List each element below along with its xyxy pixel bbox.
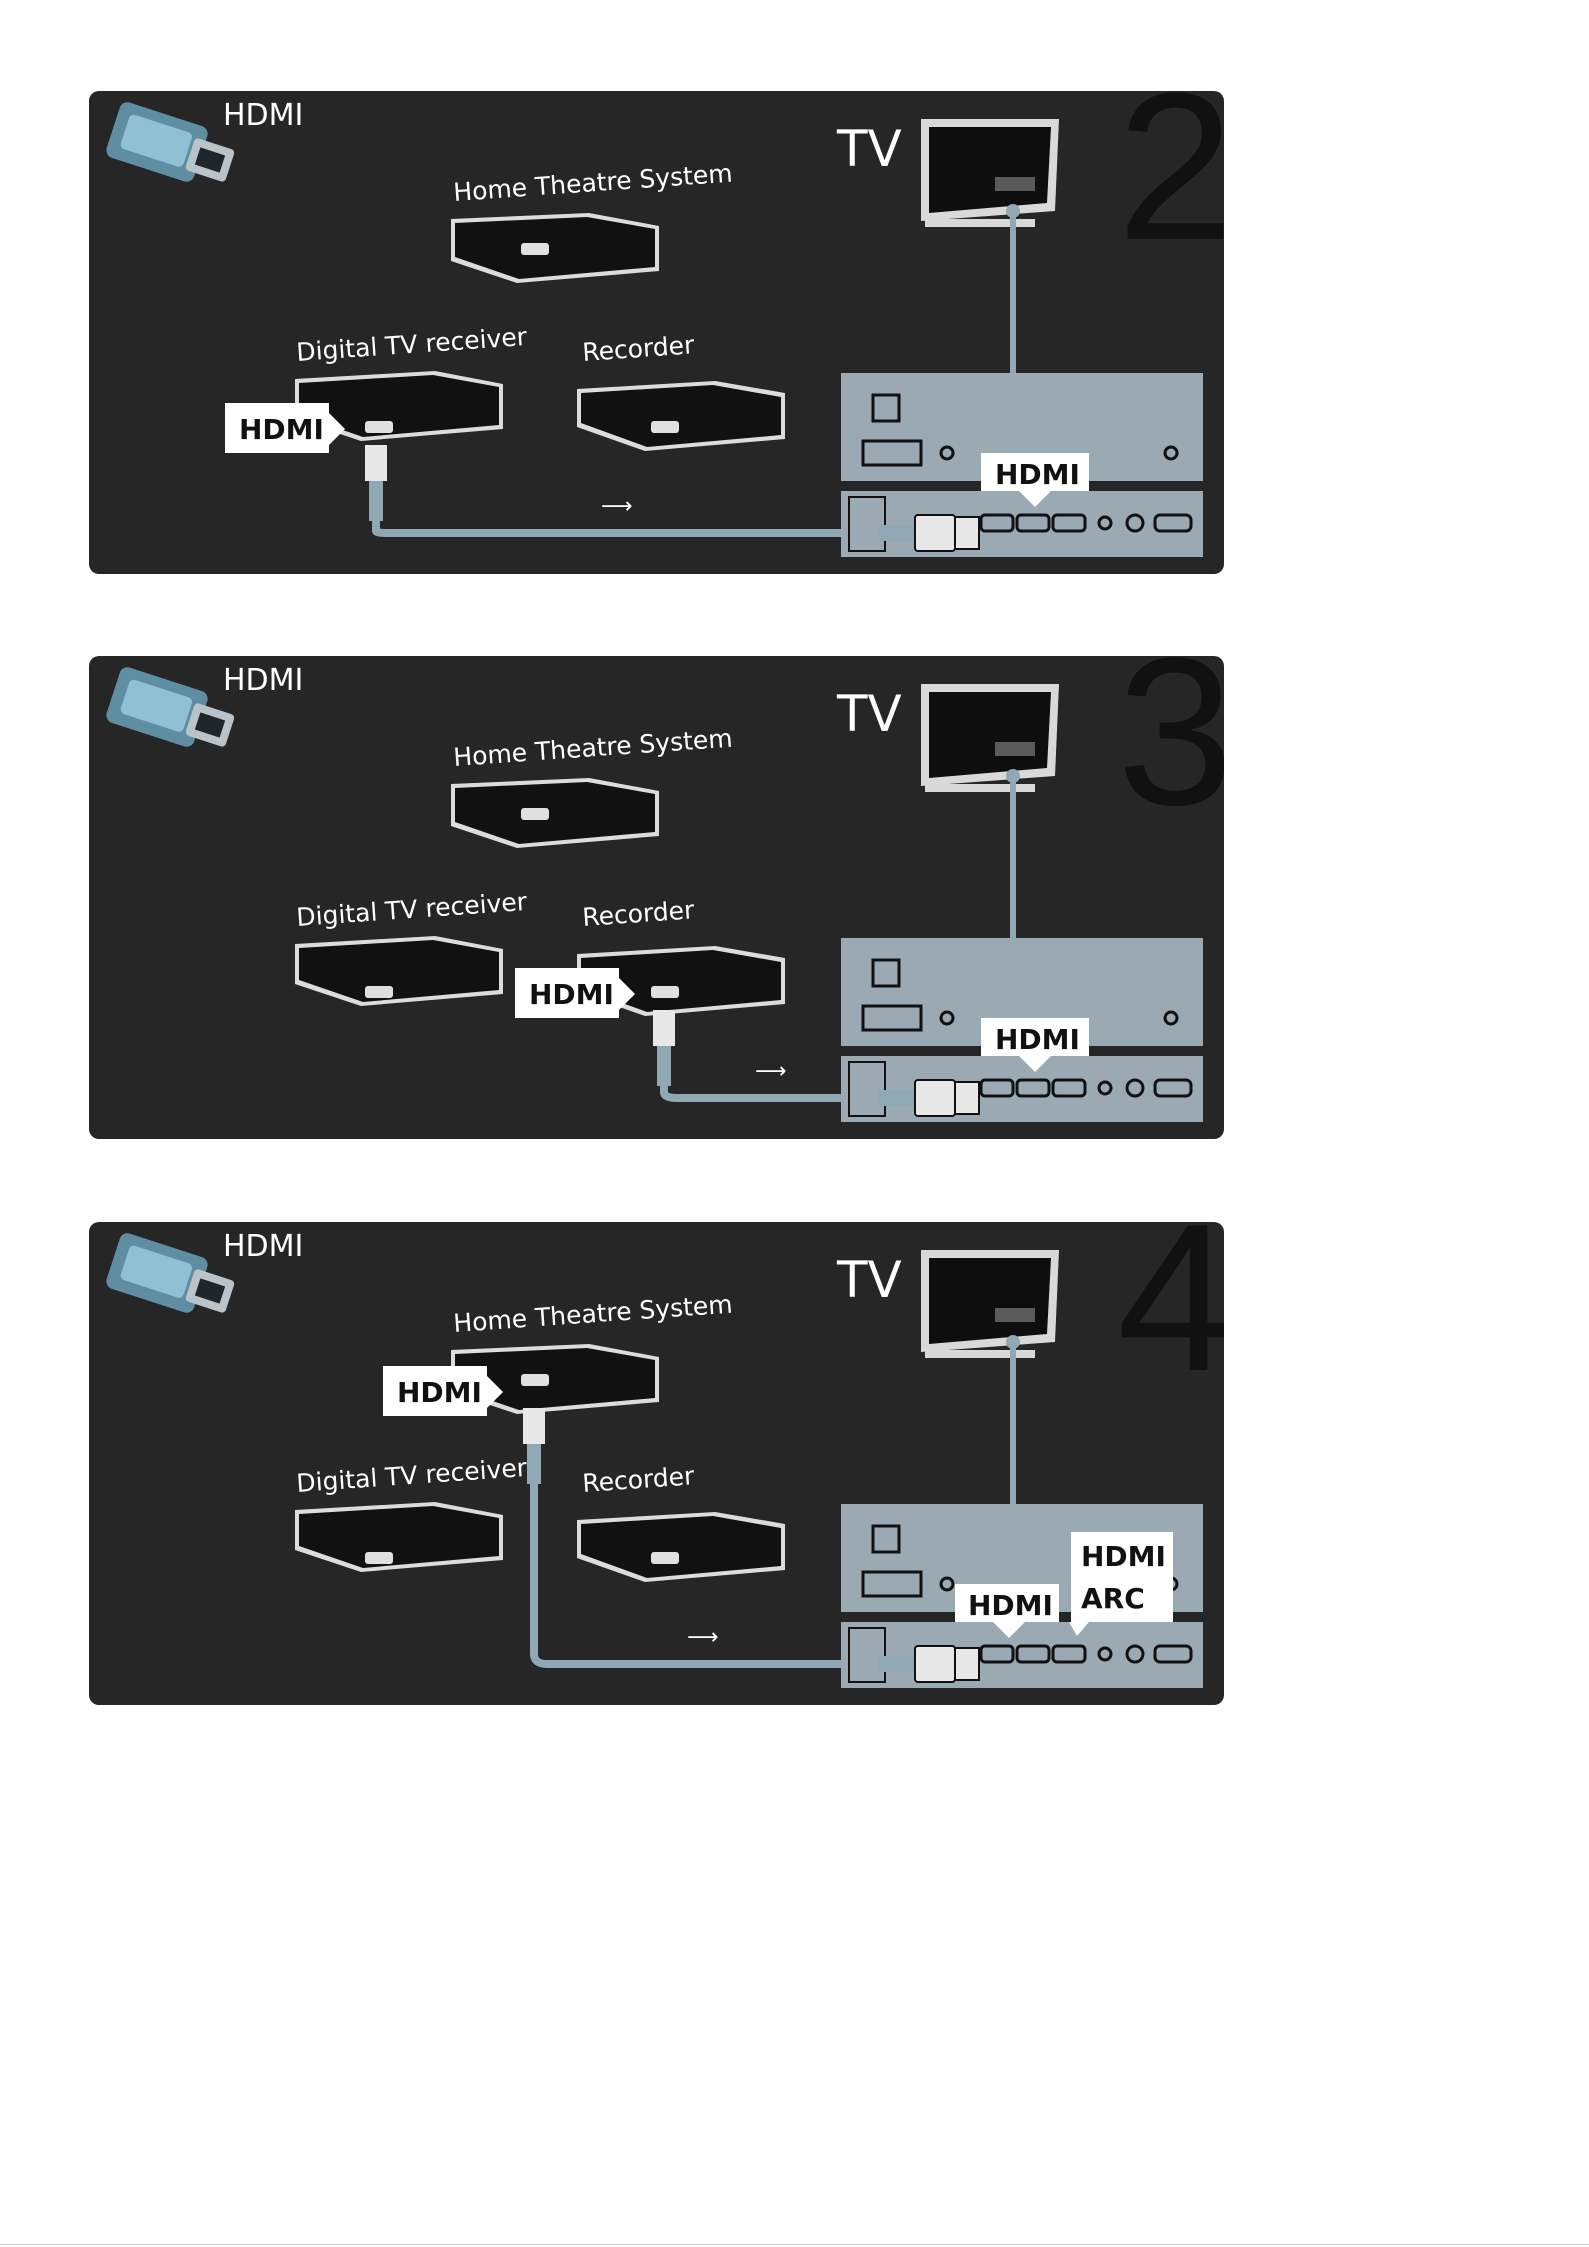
svg-text:HDMI: HDMI xyxy=(239,413,324,446)
recorder-label: Recorder xyxy=(581,895,696,932)
svg-text:HDMI: HDMI xyxy=(397,1376,482,1409)
recorder-label: Recorder xyxy=(581,1461,696,1498)
hdmi-plug-icon xyxy=(104,100,235,184)
svg-text:HDMI: HDMI xyxy=(995,458,1080,491)
svg-text:HDMI: HDMI xyxy=(995,1023,1080,1056)
home-theatre-device xyxy=(451,213,659,283)
direction-arrow-icon: ⟶ xyxy=(755,1059,787,1084)
home-theatre-label: Home Theatre System xyxy=(452,724,733,772)
cable-type-label: HDMI xyxy=(223,98,303,133)
cable-type-label: HDMI xyxy=(223,1229,303,1264)
step-number: 4 xyxy=(1117,1222,1224,1415)
hdmi-arc-tag: HDMI ARC xyxy=(1069,1532,1173,1636)
tv-icon xyxy=(921,119,1059,227)
tv-icon xyxy=(921,684,1059,792)
diagram-panel-step-3: HDMI 3 TV Home Theatre System Digital TV… xyxy=(89,656,1224,1139)
connection-diagram: HDMI 3 TV Home Theatre System Digital TV… xyxy=(89,656,1224,1139)
diagram-panel-step-4: HDMI 4 TV Home Theatre System Digital TV… xyxy=(89,1222,1224,1705)
hdmi-arc-tag-line2: ARC xyxy=(1081,1582,1145,1615)
recorder-device xyxy=(577,381,785,451)
source-hdmi-tag: HDMI xyxy=(515,968,635,1018)
cable-type-label: HDMI xyxy=(223,663,303,698)
diagram-panel-step-2: HDMI 2 TV Home Theatre System Digital TV… xyxy=(89,91,1224,574)
source-hdmi-tag: HDMI xyxy=(225,403,345,453)
step-number: 2 xyxy=(1117,91,1224,284)
home-theatre-label: Home Theatre System xyxy=(452,159,733,207)
direction-arrow-icon: ⟶ xyxy=(687,1625,719,1650)
tv-icon xyxy=(921,1250,1059,1358)
digital-tv-receiver-device xyxy=(295,936,503,1006)
hdmi-arc-tag-line1: HDMI xyxy=(1081,1540,1166,1573)
source-hdmi-tag: HDMI xyxy=(383,1366,503,1416)
digital-tv-receiver-label: Digital TV receiver xyxy=(295,887,528,932)
digital-tv-receiver-label: Digital TV receiver xyxy=(295,322,528,367)
hdmi-plug-icon xyxy=(104,1231,235,1315)
recorder-device xyxy=(577,1512,785,1582)
tv-label: TV xyxy=(836,120,902,178)
recorder-label: Recorder xyxy=(581,330,696,367)
direction-arrow-icon: ⟶ xyxy=(601,494,633,519)
digital-tv-receiver-device xyxy=(295,1502,503,1572)
connection-diagram: HDMI 2 TV Home Theatre System Digital TV… xyxy=(89,91,1224,574)
page-bottom-rule xyxy=(0,2244,1589,2245)
svg-text:HDMI: HDMI xyxy=(529,978,614,1011)
home-theatre-label: Home Theatre System xyxy=(452,1290,733,1338)
tv-label: TV xyxy=(836,1251,902,1309)
connection-diagram: HDMI 4 TV Home Theatre System Digital TV… xyxy=(89,1222,1224,1705)
step-number: 3 xyxy=(1117,656,1224,849)
digital-tv-receiver-label: Digital TV receiver xyxy=(295,1453,528,1498)
hdmi-plug-icon xyxy=(104,665,235,749)
svg-text:HDMI: HDMI xyxy=(968,1589,1053,1622)
home-theatre-device xyxy=(451,778,659,848)
tv-label: TV xyxy=(836,685,902,743)
